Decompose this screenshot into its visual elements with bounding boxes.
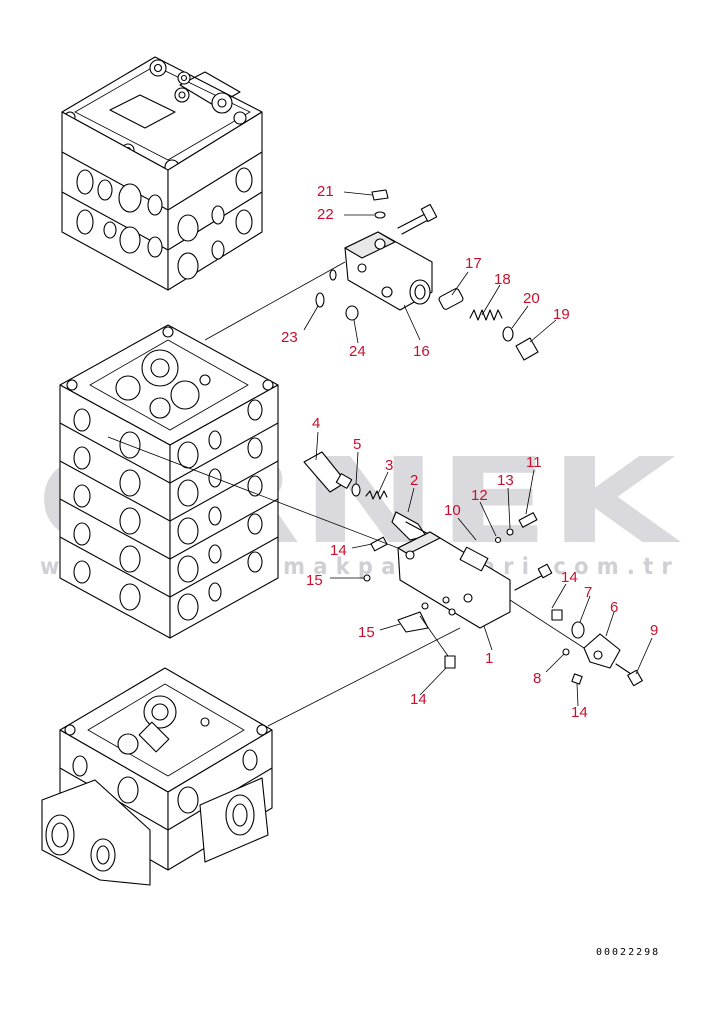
callout-9: 9 bbox=[650, 622, 658, 639]
callout-17: 17 bbox=[465, 255, 482, 272]
upper-cover-assembly bbox=[204, 189, 539, 361]
callout-5: 5 bbox=[353, 436, 361, 453]
callout-24: 24 bbox=[349, 343, 366, 360]
callout-3: 3 bbox=[385, 457, 393, 474]
callout-14-d: 14 bbox=[571, 704, 588, 721]
callout-leaders bbox=[303, 191, 653, 707]
top-valve-block bbox=[61, 56, 263, 291]
callout-14-a: 14 bbox=[330, 542, 347, 559]
callout-14-b: 14 bbox=[410, 691, 427, 708]
callout-11: 11 bbox=[526, 454, 542, 471]
callout-20: 20 bbox=[523, 290, 540, 307]
document-number: 00022298 bbox=[596, 947, 660, 958]
callout-1: 1 bbox=[485, 650, 493, 667]
callout-19: 19 bbox=[553, 306, 570, 323]
callout-10: 10 bbox=[444, 502, 461, 519]
callout-7: 7 bbox=[584, 584, 592, 601]
callout-22: 22 bbox=[317, 206, 334, 223]
callout-18: 18 bbox=[494, 271, 511, 288]
callout-13: 13 bbox=[497, 472, 514, 489]
callout-labels: 21 22 23 24 16 17 18 20 19 4 5 3 2 10 12… bbox=[281, 183, 658, 721]
callout-6: 6 bbox=[610, 599, 618, 616]
callout-21: 21 bbox=[317, 183, 334, 200]
callout-15-b: 15 bbox=[358, 624, 375, 641]
callout-14-c: 14 bbox=[561, 569, 578, 586]
lower-valve-assembly bbox=[107, 436, 643, 727]
callout-15-a: 15 bbox=[306, 572, 323, 589]
callout-12: 12 bbox=[471, 487, 488, 504]
callout-8: 8 bbox=[533, 670, 541, 687]
middle-valve-stack bbox=[59, 324, 279, 639]
callout-2: 2 bbox=[410, 472, 418, 489]
callout-16: 16 bbox=[413, 343, 430, 360]
bottom-valve-block bbox=[41, 667, 273, 886]
callout-23: 23 bbox=[281, 329, 298, 346]
callout-4: 4 bbox=[312, 415, 320, 432]
